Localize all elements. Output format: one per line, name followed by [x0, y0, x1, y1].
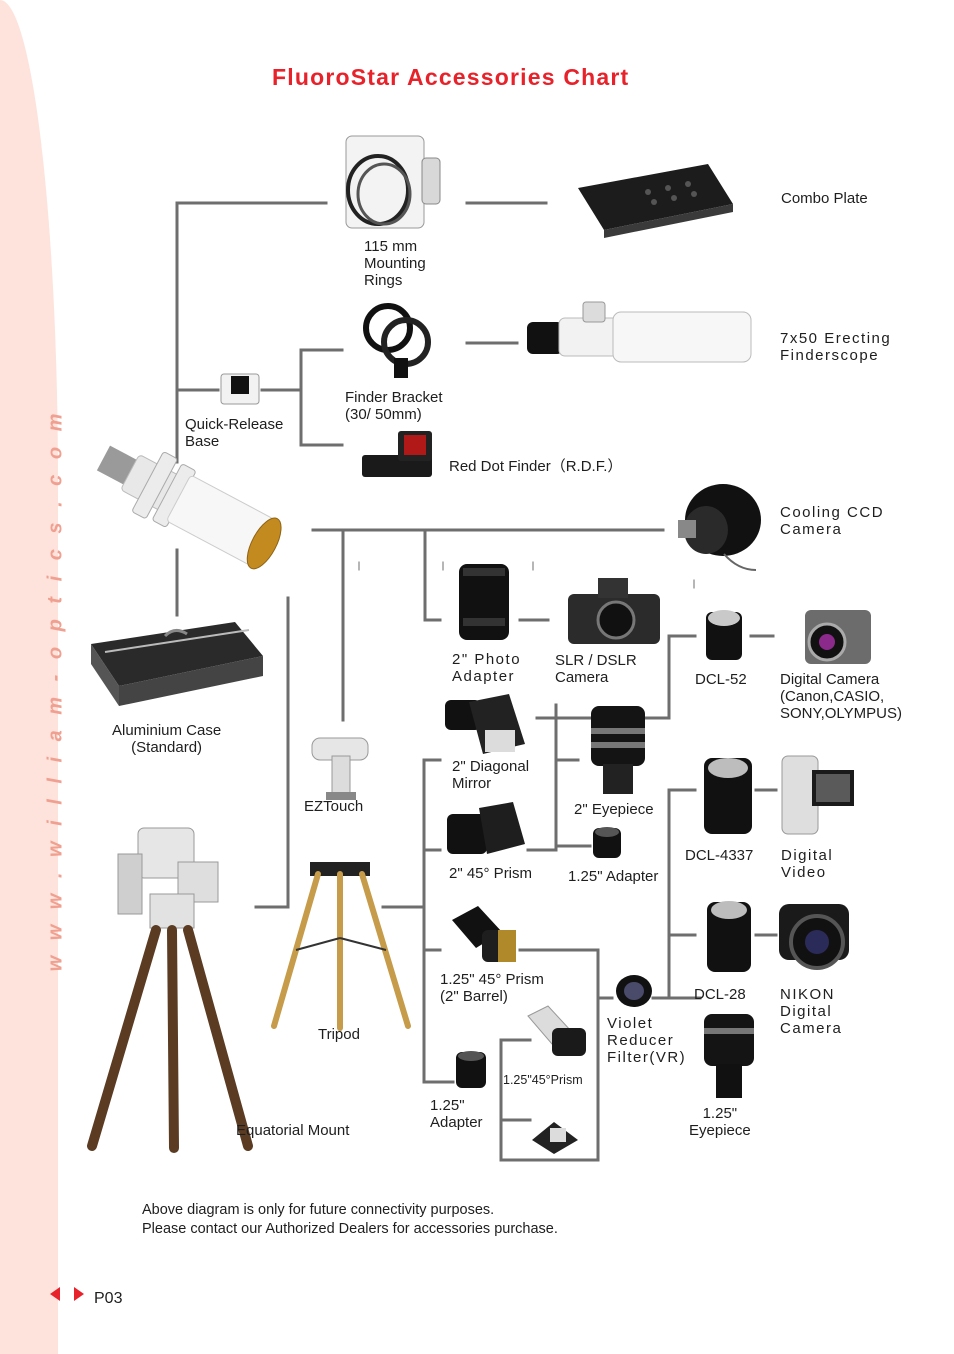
prism-2-image [447, 802, 525, 854]
violet-filter-label: Violet Reducer Filter(VR) [607, 1015, 687, 1066]
page-number: P03 [94, 1290, 123, 1307]
cooling-ccd-label: Cooling CCD Camera [780, 504, 885, 538]
digital-video-label: Digital Video [781, 847, 834, 881]
eyepiece-125-image [704, 1014, 754, 1098]
adapter-125-image [593, 827, 621, 858]
prism-125-image [452, 906, 516, 962]
adapter-125b-label: 1.25" Adapter [430, 1097, 483, 1131]
adapter-125-label: 1.25" Adapter [568, 868, 659, 885]
dcl28-image [707, 901, 751, 972]
finder-bracket-image [363, 303, 431, 378]
tripod-label: Tripod [318, 1026, 360, 1043]
diagonal-mirror-image [445, 694, 525, 754]
prism-125-label: 1.25" 45° Prism (2" Barrel) [440, 971, 544, 1005]
aluminium-case-label: Aluminium Case (Standard) [112, 722, 222, 756]
equatorial-mount-label: Equatorial Mount [236, 1122, 350, 1139]
eztouch-image [311, 737, 369, 800]
prism-2-label: 2" 45° Prism [449, 865, 533, 882]
prism-small-image [527, 1005, 586, 1056]
finderscope-image [527, 301, 752, 363]
eztouch-label: EZTouch [304, 798, 364, 815]
tripod-image [271, 862, 411, 1031]
dcl4337-image [704, 758, 752, 834]
red-dot-finder-label: Red Dot Finder（R.D.F.） [449, 458, 623, 475]
slr-camera-image [568, 578, 660, 644]
combo-plate-image [578, 164, 733, 238]
footer-note-2: Please contact our Authorized Dealers fo… [142, 1221, 558, 1237]
nikon-camera-image [779, 904, 849, 970]
next-page-icon[interactable] [74, 1287, 84, 1301]
combo-plate-label: Combo Plate [781, 190, 868, 207]
digital-camera-label: Digital Camera (Canon,CASIO, SONY,OLYMPU… [780, 671, 902, 722]
sidebar-band [0, 0, 58, 1354]
prism-small-label: 1.25"45°Prism [503, 1073, 583, 1087]
eyepiece-2-image [591, 706, 645, 794]
slr-camera-label: SLR / DSLR Camera [555, 652, 637, 686]
mounting-rings-image [345, 135, 441, 229]
dcl52-image [706, 610, 742, 660]
page-title: FluoroStar Accessories Chart [272, 64, 630, 90]
dcl52-label: DCL-52 [695, 671, 747, 688]
ccd-camera-image [678, 484, 761, 571]
aluminium-case-image [91, 622, 263, 706]
mounting-rings-label: 115 mm Mounting Rings [364, 238, 426, 289]
dcl28-label: DCL-28 [694, 986, 746, 1003]
previous-page-icon[interactable] [50, 1287, 60, 1301]
equatorial-mount-image [87, 827, 253, 1153]
diagonal-mirror-label: 2" Diagonal Mirror [452, 758, 530, 792]
digital-camera-image [805, 610, 871, 664]
eyepiece-2-label: 2" Eyepiece [574, 801, 654, 818]
finder-bracket-label: Finder Bracket (30/ 50mm) [345, 389, 443, 423]
prism-small2-image [532, 1122, 578, 1154]
violet-filter-image [616, 975, 652, 1007]
finderscope-label: 7x50 Erecting Finderscope [780, 330, 892, 364]
dcl4337-label: DCL-4337 [685, 847, 754, 864]
adapter-125b-image [456, 1051, 486, 1088]
quick-release-label: Quick-Release Base [185, 416, 284, 450]
footer-note-1: Above diagram is only for future connect… [142, 1202, 495, 1218]
eyepiece-125-label: 1.25" Eyepiece [689, 1105, 751, 1139]
quick-release-base-image [220, 373, 260, 405]
digital-video-image [781, 755, 854, 835]
photo-adapter-image [459, 564, 509, 640]
telescope-image [96, 445, 282, 570]
red-dot-finder-image [362, 431, 432, 477]
nikon-camera-label: NIKON Digital Camera [780, 986, 843, 1037]
photo-adapter-label: 2" Photo Adapter [452, 651, 522, 685]
